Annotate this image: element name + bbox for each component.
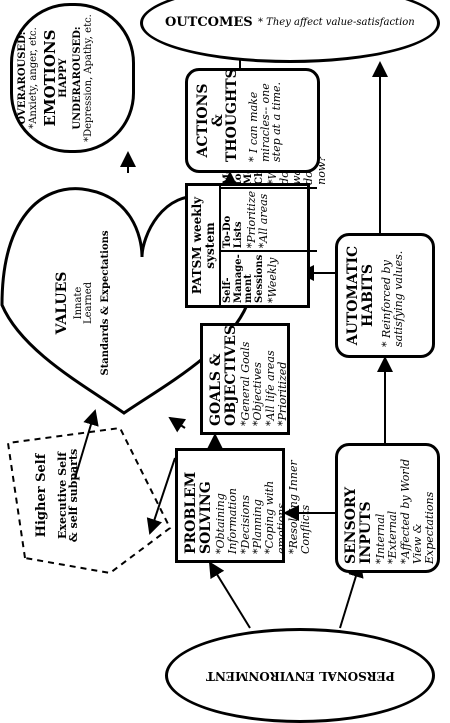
problem-item: Planning [251,457,264,554]
habits-title: AUTOMATIC HABITS [345,245,376,346]
values-item: Learned [83,281,95,325]
higher-self-content: Higher Self Executive Self & self subpar… [34,448,145,543]
actions-title: ACTIONS & THOUGHTS [195,68,241,162]
values-title: VALUES [54,271,70,335]
actions-note: * I can make miracles-- one step at a ti… [247,81,284,162]
higher-self-title: Higher Self [34,453,49,538]
emotions-over-items: *Anxiety, anger, etc. [27,27,39,129]
arrow-values-problem [146,457,176,535]
patsm-col1-item: Weekly [266,254,279,303]
goals-item: All life areas [264,332,277,426]
emotions-under-items: *Depression, Apathy, etc. [82,14,94,142]
goals-item: Objectives [251,332,264,426]
sensory-inputs-box: SENSORY INPUTS Internal External Affecte… [335,443,440,573]
problem-item: Decisions [239,457,252,554]
environment-ellipse: PERSONAL ENVIRONMENT [165,628,435,723]
sensory-list: Internal External Affected by World View… [374,452,436,564]
higher-self-sub: Executive Self & self subparts [55,448,81,543]
sensory-item: External [386,452,399,564]
goals-objectives-box: GOALS & OBJECTIVES General Goals Objecti… [200,323,290,435]
patsm-col2-title: To-Do Lists [222,215,244,249]
goals-list: General Goals Objectives All life areas … [239,332,289,426]
emotions-box: OVERAROUSED: *Anxiety, anger, etc. EMOTI… [10,3,135,153]
problem-solving-box: PROBLEM SOLVING Obtaining Information De… [175,448,312,563]
patsm-col-todo: To-Do Lists Prioritize All areas [221,186,318,251]
patsm-title: PATSM weekly system [188,186,222,305]
arrow-env-problem [208,561,251,629]
sensory-title: SENSORY INPUTS [343,486,374,564]
emotions-happy: HAPPY [57,58,69,98]
patsm-col1-title: Self-Manage-ment Sessions [222,254,265,303]
patsm-col-sessions: Self-Manage-ment Sessions Weekly [221,250,318,305]
automatic-habits-box: AUTOMATIC HABITS * Reinforced by satisfy… [335,233,435,358]
problem-title-1: PROBLEM [183,471,199,554]
problem-item: Obtaining Information [214,457,239,554]
values-content: VALUES Innate Learned Standards & Expect… [54,213,175,393]
rotated-diagram: PERSONAL ENVIRONMENT OUTCOMES * They aff… [0,0,450,703]
patsm-box: PATSM weekly system Self-Manage-ment Ses… [185,134,328,308]
actions-thoughts-box: ACTIONS & THOUGHTS * I can make miracles… [185,68,320,173]
problem-item: Resolving Inner Conflicts [287,457,312,554]
patsm-columns: Self-Manage-ment Sessions Weekly To-Do L… [221,134,328,305]
goals-item: Prioritized [276,332,289,426]
sensory-item: Affected by World View & Expectations [399,452,436,564]
arrow-higher-values [74,409,99,479]
problem-title-2: SOLVING [197,481,214,554]
emotions-over-label: OVERAROUSED: [17,31,28,125]
environment-label: PERSONAL ENVIRONMENT [205,668,395,683]
emotions-title: EMOTIONS [41,29,59,127]
outcomes-label: OUTCOMES [164,15,253,31]
problem-list: Obtaining Information Decisions Planning… [214,457,312,554]
problem-item: Coping with emotions [263,457,288,554]
arrow-goals-values [168,416,187,433]
arrow-env-sensory [339,561,364,629]
values-extra: Standards & Expectations [99,230,111,376]
goals-title: GOALS & OBJECTIVES [208,324,239,426]
diagram-canvas: PERSONAL ENVIRONMENT OUTCOMES * They aff… [0,0,450,703]
patsm-col2-item: All areas [257,191,270,248]
habits-note: * Reinforced by satisfying values. [380,250,405,347]
higher-self-shape [6,426,172,575]
outcomes-note: * They affect value-satisfaction [258,16,416,28]
